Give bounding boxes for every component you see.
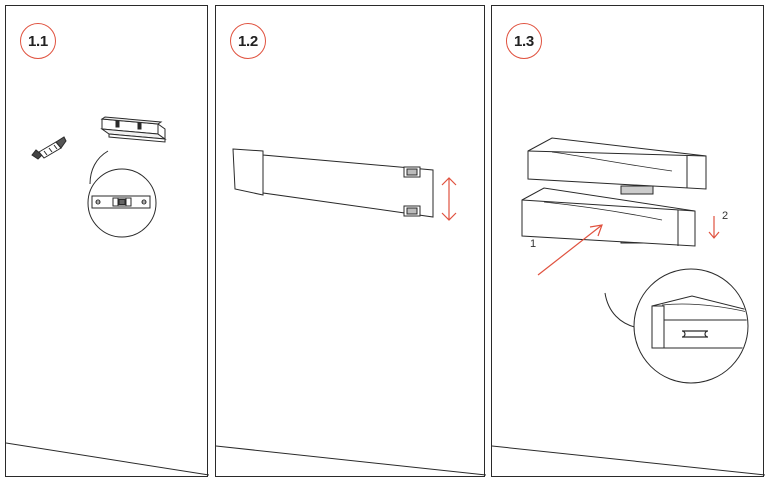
keyhole-slot-icon xyxy=(681,330,709,338)
step-badge-1-1: 1.1 xyxy=(20,23,56,59)
screw-icon xyxy=(31,136,67,160)
illustration-1-1 xyxy=(6,116,209,476)
illustration-1-3 xyxy=(492,137,765,476)
floor-line xyxy=(216,445,486,476)
down-arrow-icon xyxy=(708,216,720,239)
panel-step-1-3: 1.3 xyxy=(491,5,765,477)
panel-step-1-1: 1.1 xyxy=(5,5,209,477)
step-badge-1-3: 1.3 xyxy=(506,23,542,59)
shelf-board-icon xyxy=(232,148,434,218)
floor-line xyxy=(6,442,209,476)
step-badge-1-2: 1.2 xyxy=(230,23,266,59)
upper-shelf-icon xyxy=(527,137,707,190)
arrow-label-1: 1 xyxy=(530,238,537,250)
illustration-1-2 xyxy=(216,148,486,476)
wall-bracket-icon xyxy=(100,116,167,143)
insert-arrow-icon xyxy=(537,224,603,276)
spirit-level-magnifier xyxy=(87,150,157,238)
panel-step-1-2: 1.2 xyxy=(215,5,486,477)
lower-shelf-icon xyxy=(521,187,696,247)
arrow-label-2: 2 xyxy=(722,210,729,222)
floor-line xyxy=(492,445,765,476)
vertical-arrow-icon xyxy=(441,177,457,221)
detail-magnifier xyxy=(604,268,749,384)
